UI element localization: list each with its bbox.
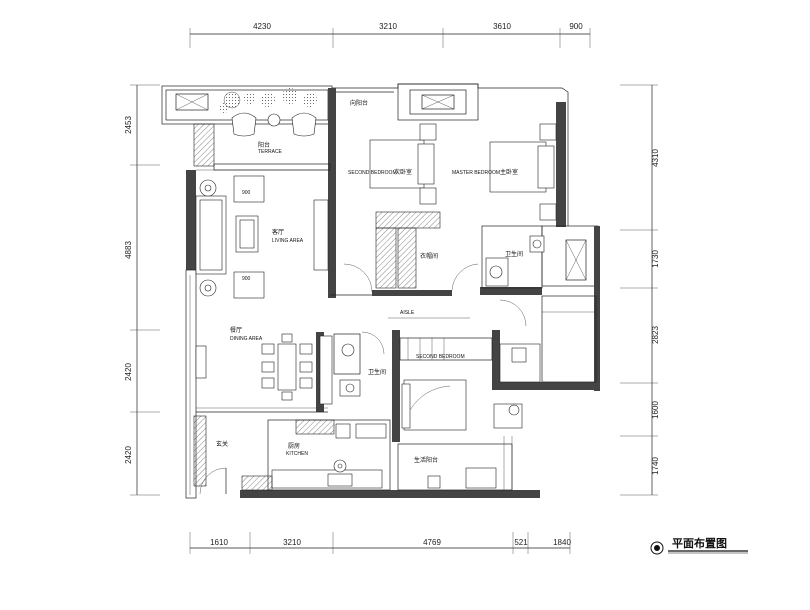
dim-top-2: 3210 [379,22,397,31]
label-utility-cn: 生活阳台 [414,456,438,464]
utility-balcony: 生活阳台 [397,436,513,491]
dining-area: 餐厅 DINING AREA [195,326,333,413]
label-master-bedroom-cn: 主卧室 [500,168,518,176]
label-kitchen-en: KITCHEN [286,451,308,457]
plant-icon [219,88,317,113]
bed-icon [369,139,425,189]
terrace: 阳台 TERRACE [213,88,331,171]
title-block: 平面布置图 [650,536,748,555]
label-terrace-en: TERRACE [258,149,283,155]
label-bath-cn: 卫生间 [505,250,523,258]
washer-icon [465,467,497,489]
dim-top-3: 3610 [493,22,511,31]
label-dining-en: DINING AREA [230,336,263,342]
dim-top-1: 4230 [253,22,271,31]
dim-left-4: 2420 [124,446,133,464]
chair-icon [508,404,520,416]
dimension-right: 4310 1730 2823 1600 1740 [620,84,660,496]
dining-table-icon [277,343,297,391]
dim-right-1: 4310 [651,149,660,167]
dim-top-4: 900 [569,22,583,31]
dim-right-3: 2823 [651,326,660,344]
label-closet-cn: 衣帽间 [420,252,438,260]
tv-cabinet-icon [313,199,329,271]
kitchen: 厨房 KITCHEN [241,419,391,491]
title-marker-icon [650,541,664,555]
label-bath2-cn: 卫生间 [368,368,386,376]
drawing-title: 平面布置图 [672,536,727,550]
armchair-icon [231,112,317,137]
label-sunny-cn: 向阳台 [350,99,368,107]
dim-bottom-4: 521 [514,538,528,547]
tv-size-top: 900 [242,190,251,196]
window-terrace [175,93,209,111]
label-aisle-en: AISLE [400,310,415,316]
master-bathroom: 卫生间 [481,225,587,289]
dimension-bottom: 1610 3210 4769 521 1840 [189,532,571,554]
label-second-bedroom-top-en: SECOND BEDROOM [348,170,397,176]
entry: 玄关 [193,415,228,495]
dim-bottom-2: 3210 [283,538,301,547]
label-dining-cn: 餐厅 [230,326,242,334]
second-bathroom: 卫生间 [333,331,386,397]
bed-icon [403,379,467,431]
tv-size-bottom: 900 [242,276,251,282]
label-second-bedroom-top-cn: 次卧室 [394,168,412,176]
label-terrace-cn: 阳台 [258,141,270,149]
dim-left-2: 4883 [124,241,133,259]
living-area: 900 900 客厅 LIVING AREA [195,169,329,299]
label-kitchen-cn: 厨房 [288,442,300,450]
dim-bottom-3: 4769 [423,538,441,547]
bed-icon [489,141,547,193]
nightstand-icon [419,123,437,141]
second-bedroom-bottom: SECOND BEDROOM [399,295,597,431]
dim-bottom-5: 1840 [553,538,571,547]
dim-left-1: 2453 [124,116,133,134]
nightstand-icon [539,123,557,141]
label-living-cn: 客厅 [272,228,284,236]
walls [161,83,600,499]
label-living-en: LIVING AREA [272,238,304,244]
dim-left-3: 2420 [124,363,133,381]
label-master-bedroom-en: MASTER BEDROOM [452,170,500,176]
second-bedroom-top: 向阳台 SECOND BEDROOM 次卧室 [348,99,441,229]
dim-right-2: 1730 [651,250,660,268]
label-second-bedroom-bottom-en: SECOND BEDROOM [416,354,465,360]
armchair-icon [233,175,265,203]
dim-bottom-1: 1610 [210,538,228,547]
dimension-left: 2453 4883 2420 2420 [124,84,160,496]
label-entry-cn: 玄关 [216,440,228,448]
dimension-top: 4230 3210 3610 900 [189,22,591,48]
aisle: AISLE [388,299,527,327]
window-top [421,94,455,110]
wardrobe [375,211,441,229]
dim-right-4: 1600 [651,401,660,419]
dim-right-5: 1740 [651,457,660,475]
master-bedroom: MASTER BEDROOM 主卧室 [452,123,557,221]
walk-in-closet: 衣帽间 [343,227,479,293]
